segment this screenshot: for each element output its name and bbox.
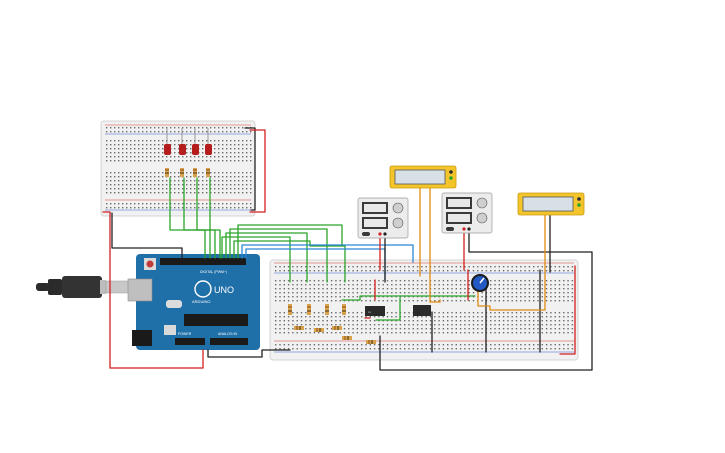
arduino-uno-board[interactable]: DIGITAL (PWM~) POWER ANALOG IN UNO ARDUI… [127, 254, 260, 350]
usb-port [127, 278, 153, 302]
digital-header [160, 258, 246, 265]
regulator [164, 325, 176, 335]
analog-header-label: ANALOG IN [218, 332, 238, 336]
power-header [175, 338, 205, 345]
crystal [166, 300, 182, 308]
power-supply-right[interactable] [441, 192, 493, 234]
large-breadboard-holes [275, 266, 574, 350]
lcd-module-right[interactable] [517, 192, 585, 216]
ic-chip-left[interactable]: ▪▪▪ [365, 306, 385, 316]
digital-header-label: DIGITAL (PWM~) [200, 270, 227, 274]
wiring [102, 127, 593, 371]
microcontroller-chip [184, 314, 248, 326]
usb-cable-icon [36, 276, 137, 298]
ic-chip-right[interactable] [413, 305, 431, 316]
power-header-label: POWER [178, 332, 192, 336]
svg-text:▪▪▪: ▪▪▪ [368, 310, 371, 314]
small-breadboard-rails [105, 124, 251, 211]
power-jack [132, 330, 152, 346]
potentiometer-knob-icon[interactable] [471, 274, 489, 292]
analog-header [210, 338, 248, 345]
large-breadboard-rails [274, 262, 574, 353]
small-breadboard[interactable] [100, 120, 256, 217]
board-model-label: UNO [214, 285, 234, 295]
led-array [164, 128, 212, 177]
arduino-logo-icon [194, 280, 212, 298]
small-breadboard-body [100, 120, 256, 217]
resistor-array [288, 304, 376, 344]
board-maker-label: ARDUINO [192, 299, 210, 304]
power-supply-left[interactable] [357, 197, 409, 239]
lcd-module-left[interactable] [389, 165, 457, 189]
